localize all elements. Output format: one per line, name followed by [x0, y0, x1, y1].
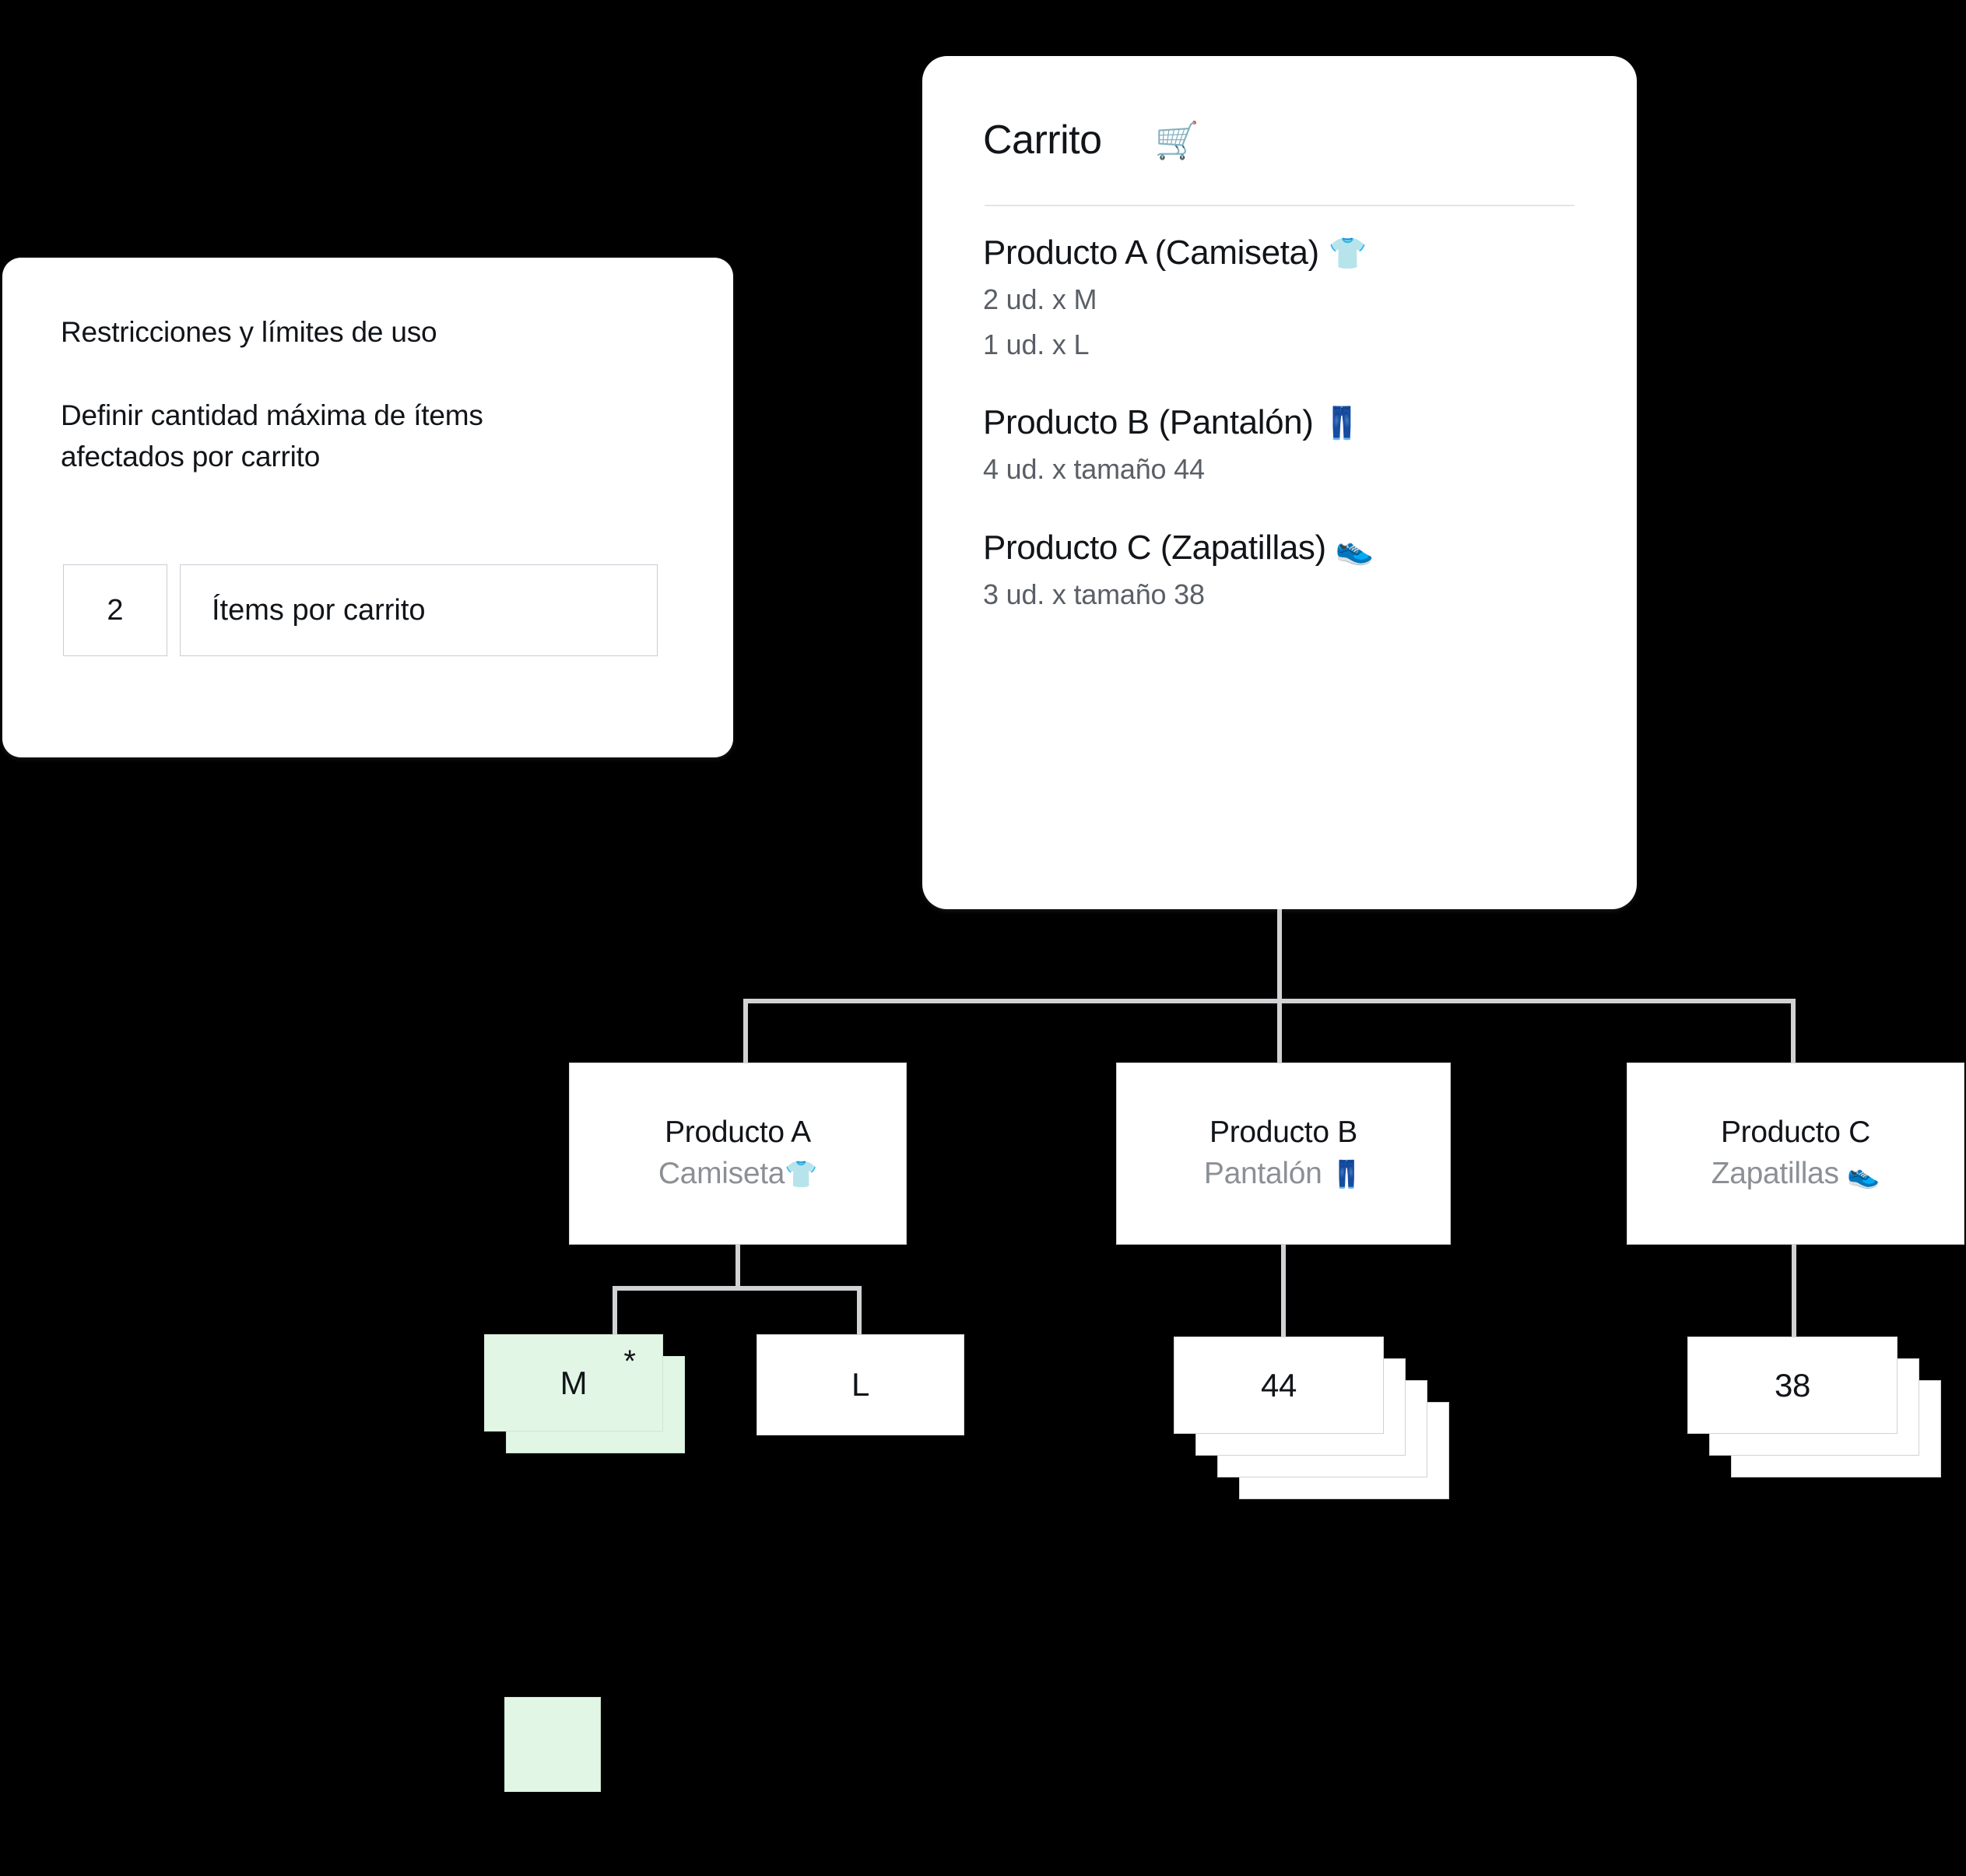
connector-drop-m — [613, 1286, 617, 1334]
connector-producto-c-stem — [1792, 1245, 1796, 1337]
variant-label: L — [851, 1366, 870, 1403]
connector-level1-bar — [743, 999, 1796, 1003]
restrictions-text-block: Restricciones y límites de uso Definir c… — [61, 314, 686, 477]
tree-node-subtitle-row: Camiseta👕 — [658, 1156, 818, 1193]
cart-item: Producto B (Pantalón) 👖 4 ud. x tamaño 4… — [983, 401, 1606, 489]
cart-items-list: Producto A (Camiseta) 👕 2 ud. x M 1 ud. … — [983, 231, 1606, 614]
restrictions-description: Definir cantidad máxima de ítems afectad… — [61, 399, 483, 473]
variant-stack-card-front[interactable]: L — [757, 1334, 964, 1435]
connector-drop-producto-c — [1791, 999, 1796, 1063]
cart-item: Producto A (Camiseta) 👕 2 ud. x M 1 ud. … — [983, 231, 1606, 364]
tree-node-producto-a[interactable]: Producto A Camiseta👕 — [569, 1063, 907, 1245]
cart-item-name: Producto C (Zapatillas) — [983, 529, 1326, 567]
sneaker-icon: 👟 — [1335, 532, 1374, 567]
shopping-cart-icon: 🛒 — [1154, 120, 1199, 160]
variant-stack-l[interactable]: L — [757, 1334, 964, 1451]
tree-node-producto-b[interactable]: Producto B Pantalón 👖 — [1116, 1063, 1451, 1245]
cart-item-name-row: Producto A (Camiseta) 👕 — [983, 231, 1606, 274]
cart-item-detail: 3 ud. x tamaño 38 — [983, 578, 1205, 611]
variant-stack-38[interactable]: 38 — [1687, 1337, 1966, 1508]
tree-node-subtitle: Camiseta — [658, 1157, 785, 1190]
connector-drop-producto-a — [743, 999, 748, 1063]
cart-title: Carrito — [983, 118, 1102, 163]
connector-producto-a-bar — [613, 1286, 862, 1291]
connector-drop-producto-b — [1277, 999, 1282, 1063]
asterisk-marker: * — [623, 1344, 636, 1379]
tree-node-subtitle-row: Zapatillas 👟 — [1711, 1156, 1880, 1193]
tree-node-producto-c[interactable]: Producto C Zapatillas 👟 — [1627, 1063, 1964, 1245]
connector-producto-a-stem — [735, 1245, 740, 1288]
variant-stack-44[interactable]: 44 — [1174, 1337, 1469, 1523]
tree-node-title: Producto C — [1720, 1115, 1871, 1150]
connector-cart-stem — [1277, 909, 1282, 1003]
tree-node-subtitle-row: Pantalón 👖 — [1204, 1156, 1363, 1193]
cart-limit-quantity-input[interactable]: 2 — [63, 564, 167, 656]
legend-highlight-swatch — [504, 1697, 601, 1792]
variant-stack-card-front[interactable]: 38 — [1687, 1337, 1898, 1434]
restrictions-card: Restricciones y límites de uso Definir c… — [2, 258, 733, 757]
cart-card: Carrito 🛒 Producto A (Camiseta) 👕 2 ud. … — [922, 56, 1637, 909]
tree-node-title: Producto B — [1209, 1115, 1357, 1150]
tree-node-title: Producto A — [665, 1115, 811, 1150]
cart-divider — [985, 205, 1575, 206]
tree-node-subtitle: Pantalón — [1203, 1157, 1322, 1190]
variant-label: 38 — [1774, 1366, 1811, 1403]
connector-producto-b-stem — [1281, 1245, 1286, 1337]
cart-item-detail: 2 ud. x M — [983, 283, 1097, 315]
cart-item-name: Producto A (Camiseta) — [983, 234, 1319, 272]
variant-label: 44 — [1260, 1366, 1297, 1403]
variant-stack-card-front[interactable]: M * — [484, 1334, 663, 1432]
connector-drop-l — [857, 1286, 862, 1334]
tshirt-icon: 👕 — [785, 1160, 818, 1189]
cart-item-detail: 1 ud. x L — [983, 328, 1090, 360]
cart-item: Producto C (Zapatillas) 👟 3 ud. x tamaño… — [983, 526, 1606, 614]
variant-label: M — [560, 1364, 588, 1401]
jeans-icon: 👖 — [1322, 406, 1361, 441]
tree-node-subtitle: Zapatillas — [1711, 1157, 1839, 1190]
cart-header: Carrito 🛒 — [983, 117, 1199, 163]
cart-limit-row: 2 Ítems por carrito — [63, 564, 658, 656]
variant-stack-card-front[interactable]: 44 — [1174, 1337, 1384, 1434]
sneaker-icon: 👟 — [1847, 1160, 1880, 1189]
variant-stack-m[interactable]: M * — [484, 1334, 718, 1474]
cart-item-name: Producto B (Pantalón) — [983, 403, 1314, 442]
restrictions-title: Restricciones y límites de uso — [61, 316, 437, 348]
tshirt-icon: 👕 — [1328, 237, 1367, 271]
cart-item-name-row: Producto B (Pantalón) 👖 — [983, 401, 1606, 444]
cart-item-name-row: Producto C (Zapatillas) 👟 — [983, 526, 1606, 569]
jeans-icon: 👖 — [1330, 1160, 1364, 1189]
cart-item-detail: 4 ud. x tamaño 44 — [983, 453, 1205, 486]
cart-limit-unit-select[interactable]: Ítems por carrito — [180, 564, 658, 656]
